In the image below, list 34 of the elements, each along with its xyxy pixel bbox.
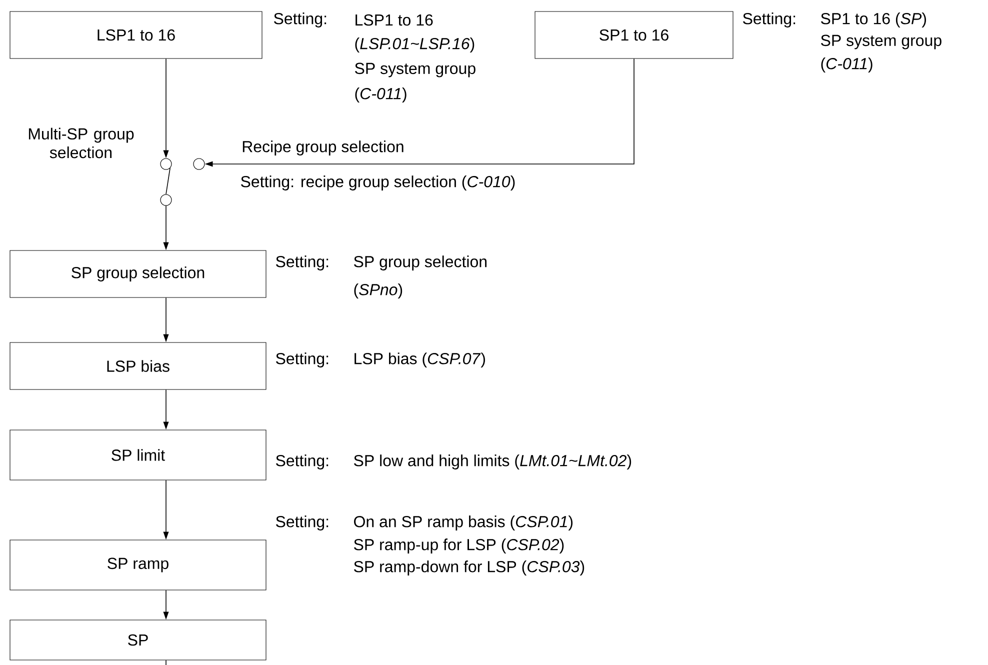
switch-contact	[160, 158, 172, 170]
edge-label: Recipe group selection	[240, 139, 406, 157]
setting-text: LSP1 to 16	[356, 14, 433, 26]
setting-text: SP low and high limits (LMt.01~LMt.02)	[354, 454, 632, 470]
setting-text: Setting:	[276, 256, 328, 270]
switch-contact	[160, 194, 172, 206]
process-box: SP limit	[10, 430, 266, 480]
setting-text: SP system group	[355, 62, 476, 78]
setting-text: Setting:	[274, 12, 326, 28]
process-box: LSP bias	[10, 342, 266, 390]
process-box: LSP1 to 16	[10, 11, 262, 59]
label-text: Multi-SP group selection	[28, 128, 134, 158]
label-text: Setting: recipe group selection (C-010)	[241, 176, 515, 190]
process-box: SP ramp	[10, 540, 266, 590]
setting-text: (LSP.01~LSP.16)	[355, 38, 474, 52]
setting-text: Setting:	[743, 12, 796, 28]
process-box: SP group selection	[10, 250, 266, 298]
setting-text: (SPno)	[354, 284, 402, 298]
setting-text: (C-011)	[821, 58, 872, 72]
switch-contact	[193, 158, 205, 170]
process-box: SP	[10, 620, 266, 660]
setting-text: Setting:	[276, 454, 328, 470]
setting-text: LSP bias (CSP.07)	[354, 352, 485, 368]
setting-text: SP system group	[821, 34, 942, 50]
setting-text: Setting:	[276, 352, 328, 368]
setting-text: (C-011)	[355, 88, 406, 102]
process-box: SP1 to 16	[534, 11, 734, 59]
setting-text: On an SP ramp basis (CSP.01)	[354, 516, 573, 530]
setting-text: SP ramp-down for LSP (CSP.03)	[354, 560, 584, 576]
switch-lever	[166, 168, 170, 195]
setting-text: SP1 to 16 (SP)	[821, 12, 926, 28]
setting-text: Setting:	[276, 516, 328, 530]
setting-text: SP group selection	[354, 256, 486, 270]
setting-text: SP ramp-up for LSP (CSP.02)	[354, 538, 564, 554]
